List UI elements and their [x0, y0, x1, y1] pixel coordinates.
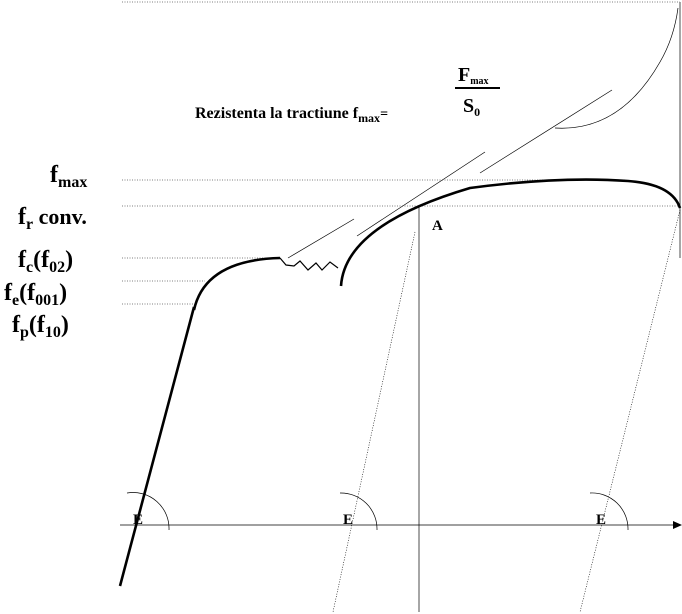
point-label-A: A: [432, 218, 443, 234]
angle-label-2: E: [343, 512, 353, 528]
tangent-line-3: [479, 89, 613, 174]
yield-curve: [192, 256, 281, 311]
angle-label-1: E: [133, 512, 143, 528]
angle-label-3: E: [596, 512, 606, 528]
label-fe-f001: fe(f001): [4, 280, 67, 309]
unloading-line-2: [579, 209, 681, 613]
yield-plateau-zigzag: [279, 257, 339, 271]
hardening-curve: [339, 178, 682, 287]
unloading-line-1: [332, 231, 416, 613]
label-fmax: fmax: [50, 162, 87, 191]
tangent-line-2: [356, 151, 486, 237]
angle-arc-2: [339, 492, 378, 531]
formula-numerator: Fmax: [458, 64, 489, 87]
elastic-line: [118, 306, 196, 587]
angle-arc-3: [589, 492, 629, 531]
formula-denominator: S0: [463, 95, 480, 119]
formula-text: Rezistenta la tractiune fmax=: [195, 105, 388, 125]
label-fr-conv: fr conv.: [18, 204, 87, 233]
label-fc-f02: fc(f02): [18, 247, 73, 276]
tangent-line-1: [287, 218, 355, 259]
angle-arc-1: [126, 492, 170, 531]
label-fp-f10: fp(f10): [12, 312, 69, 341]
x-axis-arrow: [673, 521, 682, 529]
magnified-arc: [554, 7, 679, 129]
